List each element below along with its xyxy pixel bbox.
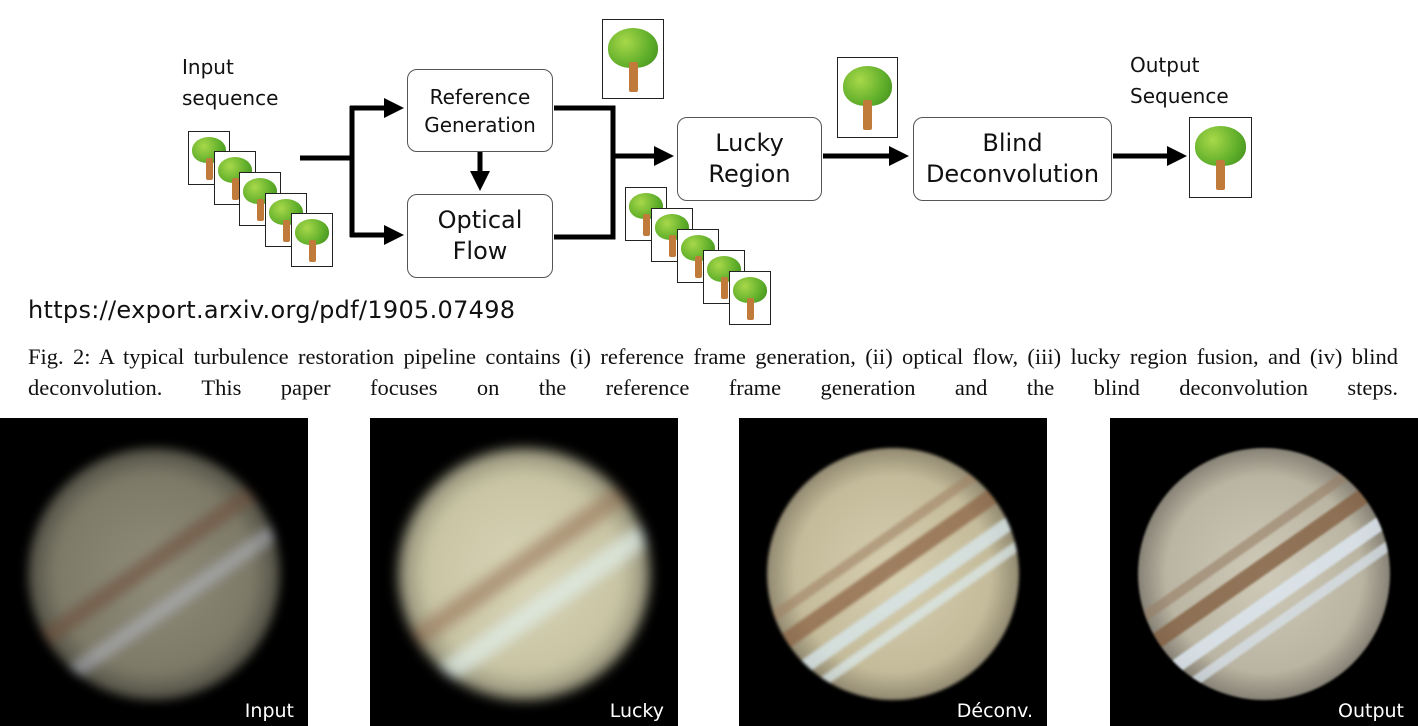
tree-image-icon [625, 187, 667, 241]
jupiter-image [1138, 448, 1390, 700]
panel-label: Output [1338, 700, 1404, 722]
reference-tree-image-icon [602, 19, 664, 99]
output-tree-image-icon [1189, 117, 1252, 198]
lucky-panel: Lucky [370, 418, 678, 726]
box-label: Blind [982, 129, 1043, 157]
box-label: Reference [429, 84, 531, 109]
input-label-line2: sequence [182, 86, 279, 110]
lucky-tree-image-icon [837, 57, 898, 138]
input-label-line1: Input [182, 55, 234, 79]
panel-label: Input [244, 700, 294, 722]
figure-caption: Fig. 2: A typical turbulence restoration… [28, 344, 1398, 400]
output-sequence-label: Output Sequence [1130, 50, 1229, 112]
tree-image-icon [729, 271, 771, 325]
box-label: Optical [437, 206, 523, 234]
panel-label: Déconv. [956, 700, 1033, 722]
tree-image-icon [291, 213, 333, 267]
source-url: https://export.arxiv.org/pdf/1905.07498 [28, 296, 516, 324]
box-label: Region [708, 160, 791, 188]
input-panel: Input [0, 418, 308, 726]
output-label-line2: Sequence [1130, 84, 1229, 108]
box-label: Generation [424, 112, 536, 137]
jupiter-image [767, 448, 1019, 700]
panel-label: Lucky [609, 700, 664, 722]
output-label-line1: Output [1130, 53, 1200, 77]
box-label: Deconvolution [925, 160, 1100, 188]
jupiter-image [28, 448, 280, 700]
box-label: Flow [452, 237, 508, 265]
output-panel: Output [1110, 418, 1418, 726]
pipeline-connectors [300, 98, 1187, 245]
box-label: Lucky [715, 129, 784, 157]
jupiter-image [398, 448, 650, 700]
ref-out-line [554, 105, 616, 240]
input-sequence-label: Input sequence [182, 52, 278, 114]
deconv-panel: Déconv. [739, 418, 1047, 726]
